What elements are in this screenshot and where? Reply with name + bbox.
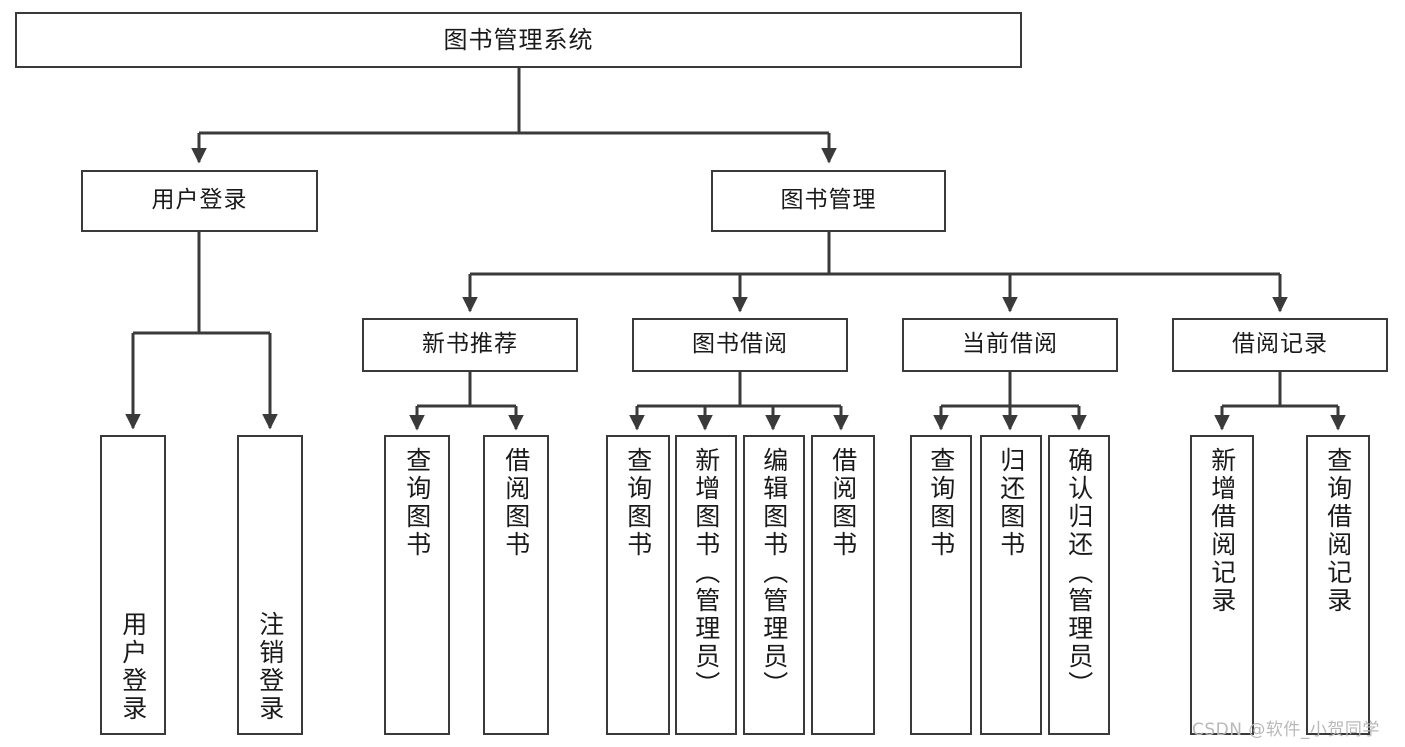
leaf-edit-book[interactable]: 编辑图书（管理员）	[743, 435, 805, 735]
leaf-confirm-return[interactable]: 确认归还（管理员）	[1048, 435, 1110, 735]
node-book-management-system[interactable]: 图书管理系统	[15, 12, 1022, 68]
node-label: 归还图书	[996, 447, 1026, 559]
node-label: 用户登录	[118, 611, 148, 723]
node-borrow-record[interactable]: 借阅记录	[1172, 318, 1388, 372]
node-label: 确认归还（管理员）	[1064, 447, 1094, 699]
leaf-borrow-book-1[interactable]: 借阅图书	[483, 435, 549, 735]
node-label: 图书管理	[780, 187, 877, 214]
leaf-user-login[interactable]: 用户登录	[100, 435, 166, 735]
node-label: 借阅图书	[828, 447, 858, 559]
csdn-watermark: CSDN @软件_小贺同学	[1192, 720, 1380, 740]
node-new-book-recommendation[interactable]: 新书推荐	[362, 318, 578, 372]
leaf-borrow-book-2[interactable]: 借阅图书	[811, 435, 875, 735]
leaf-add-book[interactable]: 新增图书（管理员）	[675, 435, 737, 735]
node-label: 编辑图书（管理员）	[759, 447, 789, 699]
node-label: 查询借阅记录	[1323, 447, 1353, 615]
leaf-add-borrow-record[interactable]: 新增借阅记录	[1190, 435, 1254, 735]
node-label: 借阅图书	[501, 447, 531, 559]
leaf-query-book-2[interactable]: 查询图书	[606, 435, 670, 735]
node-label: 查询图书	[402, 447, 432, 559]
node-current-borrow[interactable]: 当前借阅	[902, 318, 1118, 372]
node-label: 新书推荐	[422, 331, 518, 358]
leaf-query-borrow-record[interactable]: 查询借阅记录	[1306, 435, 1370, 735]
node-user-login[interactable]: 用户登录	[81, 170, 318, 232]
node-label: 注销登录	[255, 611, 285, 723]
node-label: 用户登录	[151, 187, 248, 214]
node-label: 新增图书（管理员）	[691, 447, 721, 699]
leaf-query-book-3[interactable]: 查询图书	[910, 435, 972, 735]
node-label: 新增借阅记录	[1207, 447, 1237, 615]
node-label: 图书借阅	[692, 331, 788, 358]
node-label: 当前借阅	[962, 331, 1058, 358]
leaf-return-book[interactable]: 归还图书	[980, 435, 1042, 735]
node-label: 图书管理系统	[443, 25, 594, 54]
leaf-logout-login[interactable]: 注销登录	[237, 435, 303, 735]
node-book-management[interactable]: 图书管理	[711, 170, 946, 232]
node-label: 借阅记录	[1232, 331, 1328, 358]
leaf-query-book-1[interactable]: 查询图书	[384, 435, 450, 735]
node-book-borrow[interactable]: 图书借阅	[632, 318, 848, 372]
node-label: 查询图书	[926, 447, 956, 559]
node-label: 查询图书	[623, 447, 653, 559]
